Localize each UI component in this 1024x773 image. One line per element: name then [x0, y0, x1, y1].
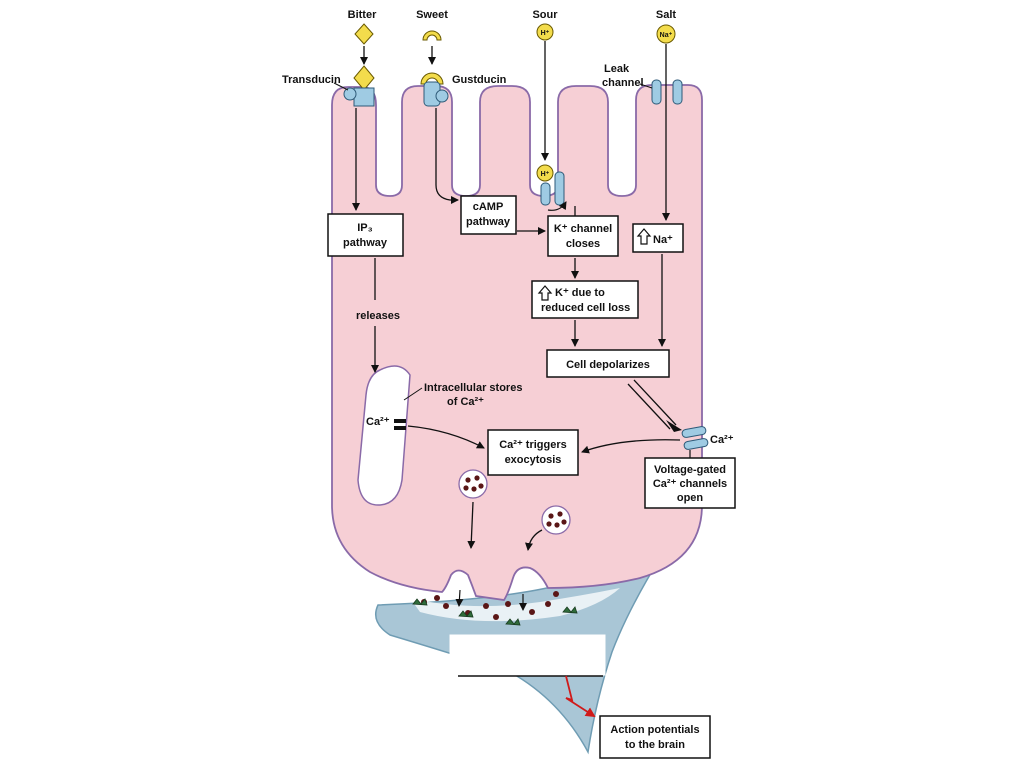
stores-line1: Intracellular stores: [424, 382, 522, 394]
k-closes-box: [547, 215, 619, 257]
vesicle-icon-2: [541, 505, 571, 535]
bitter-receptor-icon: [353, 87, 375, 107]
releases-label: releases: [356, 310, 400, 322]
k-closes-line1: K⁺ channel: [554, 223, 612, 235]
sweet-label: Sweet: [416, 9, 448, 21]
sour-ion-bound-icon: [536, 164, 554, 182]
signal-bolt: [565, 675, 596, 718]
k-closes-line2: closes: [566, 238, 600, 250]
transducin-icon: [343, 87, 357, 101]
na-rise-label: Na⁺: [653, 234, 673, 246]
gustducin-icon: [435, 89, 449, 103]
up-arrow-icon-na: [636, 228, 652, 245]
camp-pathway-box: [460, 195, 517, 235]
blank-label-box: [449, 634, 606, 676]
salt-ion-label: Na⁺: [660, 32, 673, 39]
ip3-pathway-box: [327, 213, 404, 257]
voltage-gated-box: [644, 457, 736, 509]
k-rise-line1: K⁺ due to: [555, 287, 605, 299]
intracellular-store: [357, 365, 411, 506]
salt-label: Salt: [656, 9, 677, 21]
depolarizes-label: Cell depolarizes: [566, 359, 650, 371]
ca-store-label: Ca²⁺: [366, 416, 390, 428]
ip3-line1: IP₃: [357, 222, 372, 234]
sour-ion-bound-label: H⁺: [541, 171, 550, 178]
sour-label: Sour: [532, 9, 558, 21]
ca-triggers-box: [487, 429, 579, 476]
camp-line1: cAMP: [473, 201, 504, 213]
ip3-line2: pathway: [343, 237, 388, 249]
leak-label-line1: Leak: [604, 63, 630, 75]
taste-receptor-cell: [331, 84, 703, 601]
vesicle-icon: [458, 469, 488, 499]
stores-line2: of Ca²⁺: [447, 396, 484, 408]
k-rise-box: [531, 280, 639, 319]
camp-line2: pathway: [466, 216, 511, 228]
leak-label-line2: channel: [602, 77, 644, 89]
bitter-label: Bitter: [348, 9, 377, 21]
k-rise-line2: reduced cell loss: [541, 302, 630, 314]
ca-triggers-line2: exocytosis: [505, 454, 562, 466]
bitter-ligand-icon: [354, 23, 374, 45]
k-channel-icon: [540, 182, 551, 206]
action-line2: to the brain: [625, 739, 685, 751]
salt-ion-icon: [656, 24, 676, 44]
ca-triggers-line1: Ca²⁺ triggers: [499, 439, 567, 451]
leak-channel-icon-2: [672, 79, 683, 105]
depolarizes-box: [546, 349, 670, 378]
postsynaptic-receptor-icons: [412, 598, 578, 626]
up-arrow-icon: [537, 285, 553, 301]
ca-channel-label: Ca²⁺: [710, 434, 734, 446]
gustducin-label: Gustducin: [452, 74, 507, 86]
voltage-line1: Voltage-gated: [654, 464, 726, 476]
sour-ion-label: H⁺: [541, 30, 550, 37]
ca-store-channel-icon: [394, 419, 406, 423]
ca-channel-icon: [681, 426, 707, 438]
ca-channel-icon-2: [683, 438, 709, 450]
k-channel-icon-2: [554, 171, 565, 206]
sweet-bound-icon: [420, 72, 444, 85]
action-line1: Action potentials: [610, 724, 699, 736]
action-potentials-box: [599, 715, 711, 759]
transducin-label: Transducin: [282, 74, 341, 86]
voltage-line3: open: [677, 492, 704, 504]
sour-ion-icon: [536, 23, 554, 41]
voltage-line2: Ca²⁺ channels: [653, 478, 727, 490]
neurotransmitter-dots: [421, 591, 559, 620]
leak-channel-icon: [651, 79, 662, 105]
sweet-ligand-icon: [422, 30, 442, 41]
